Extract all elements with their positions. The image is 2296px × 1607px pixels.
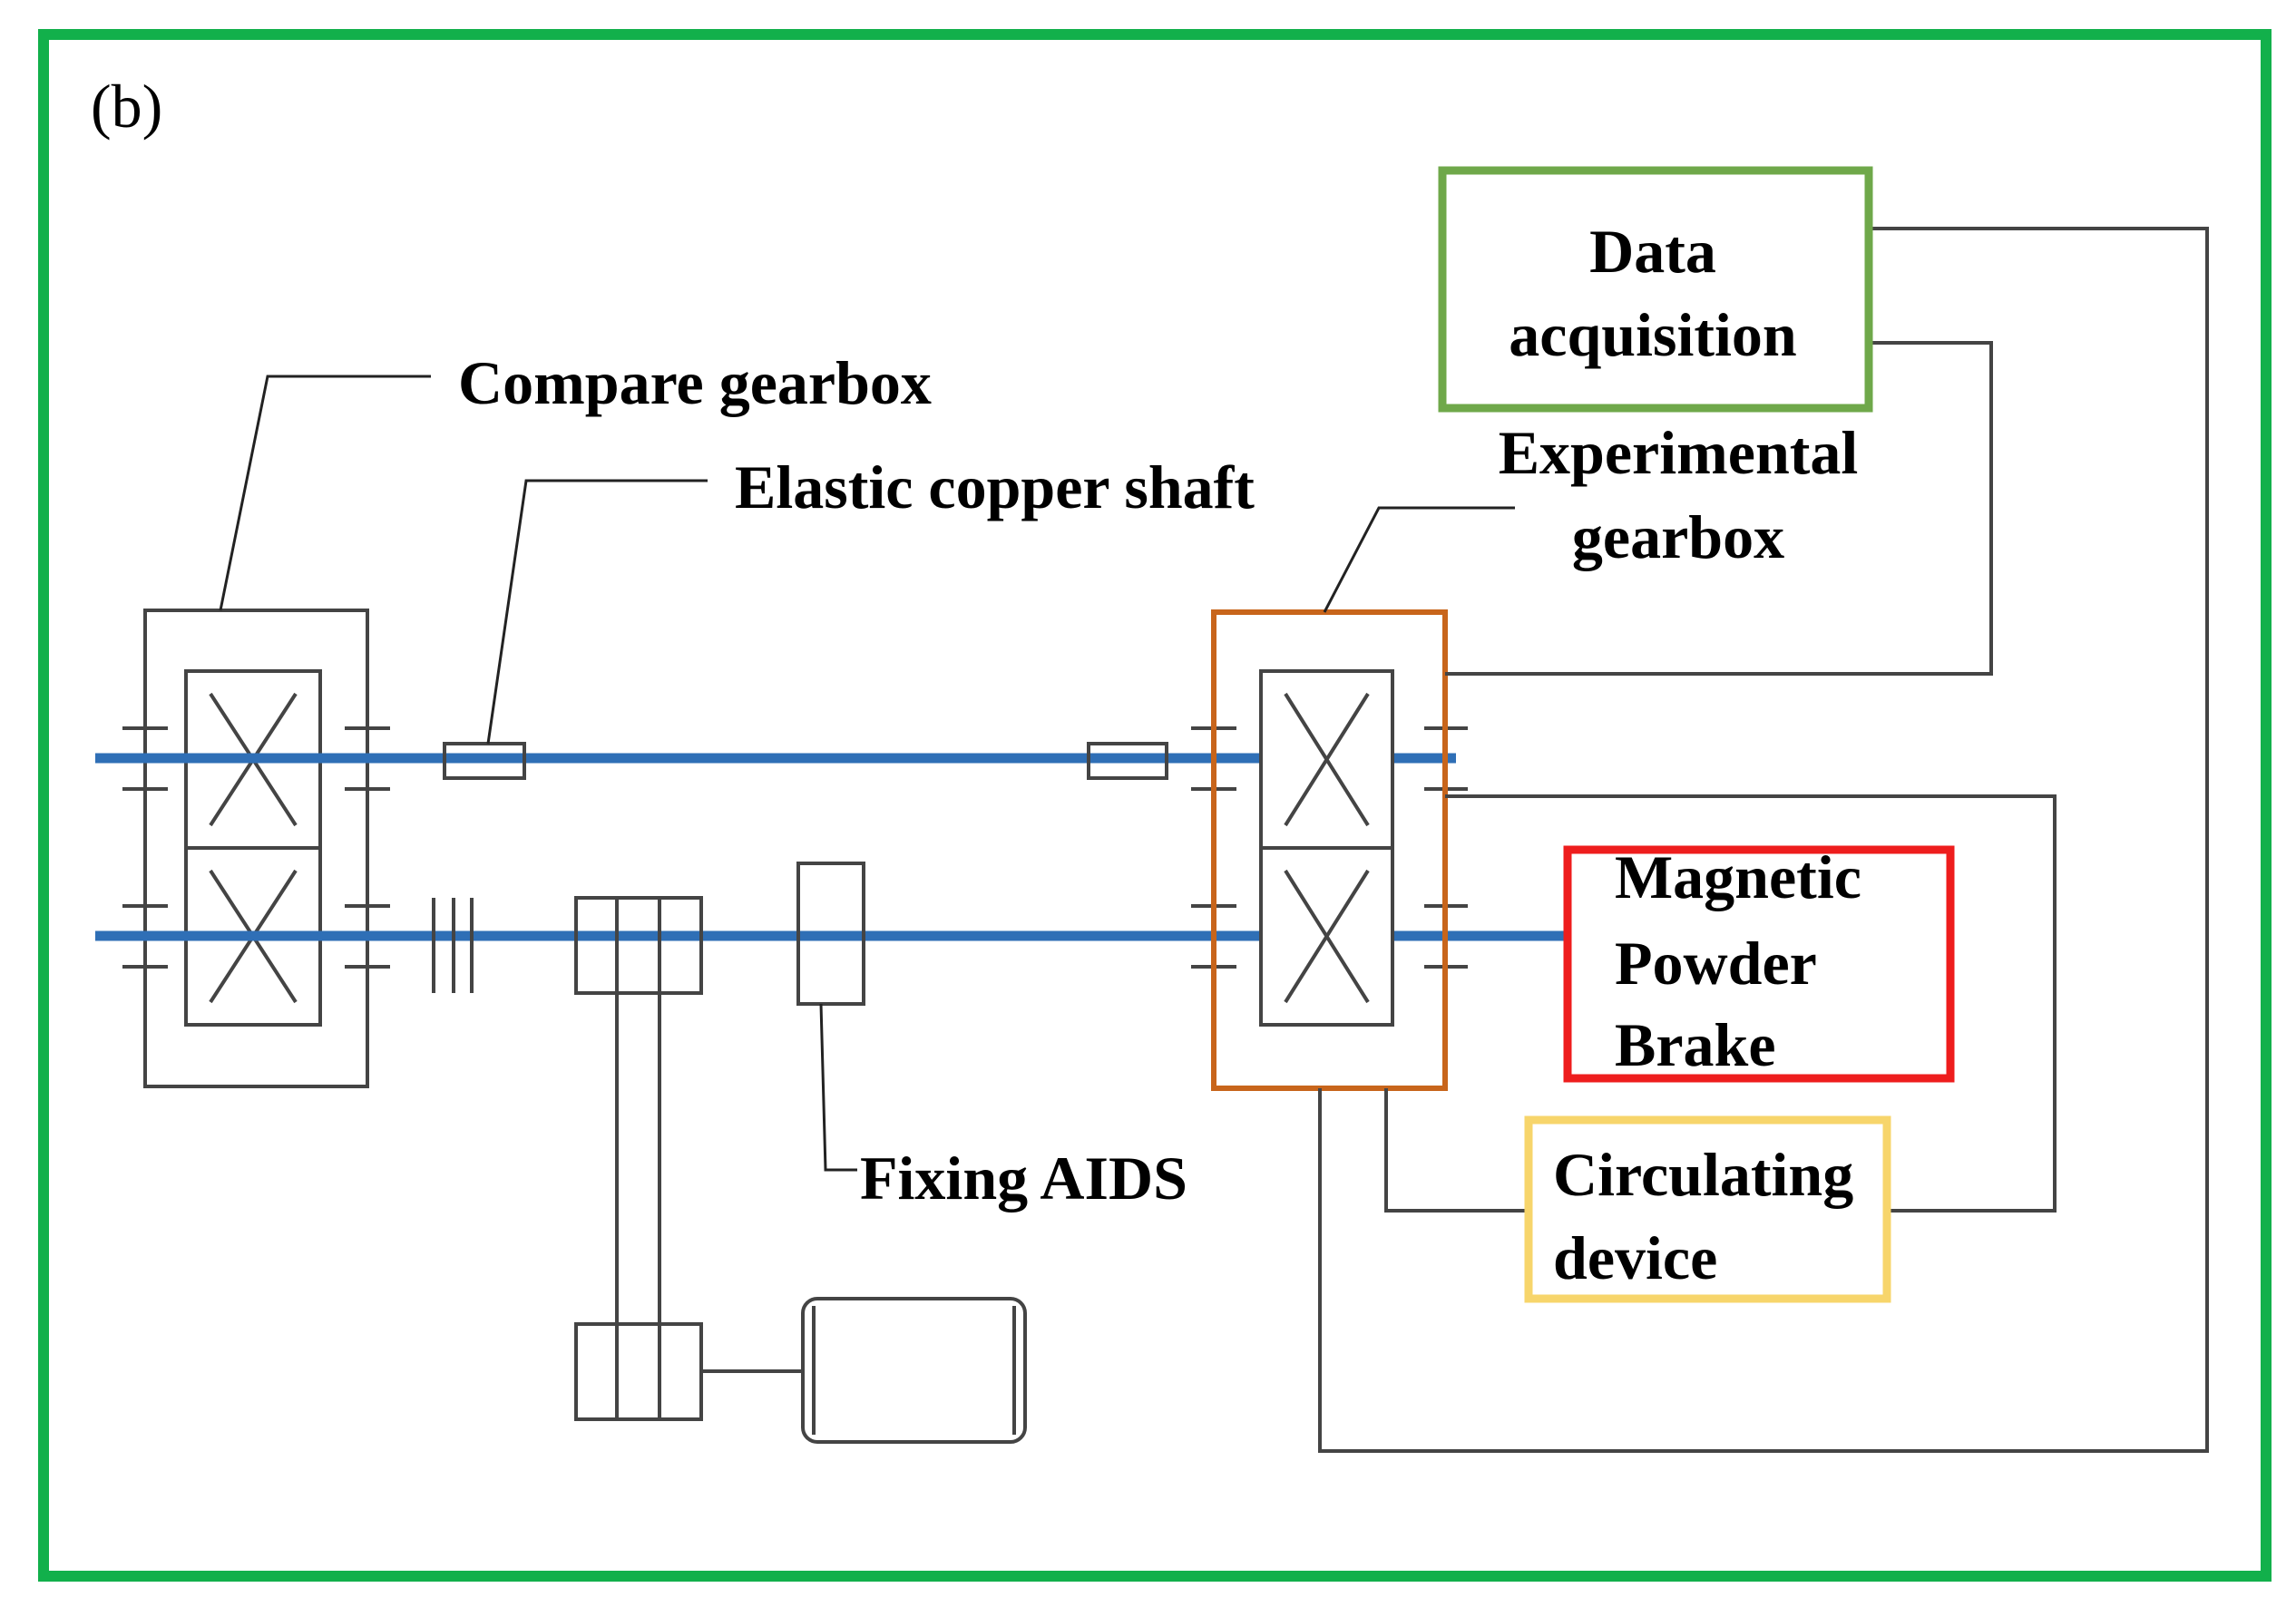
experimental-lower-gear-cross <box>1284 869 1370 1004</box>
lower-shaft-clutch <box>432 898 474 993</box>
outer-frame <box>38 29 2272 1582</box>
fixing-aids-leader <box>819 1003 857 1172</box>
data-acquisition-box <box>1438 166 1873 413</box>
lower-pulley <box>574 1322 703 1421</box>
magnetic-powder-brake-label-line3: Brake <box>1615 1010 1776 1079</box>
wire-gearbox-to-circulating <box>1384 1088 1529 1213</box>
magnetic-powder-brake-box <box>1563 845 1955 1083</box>
wire-daq-outer-loop <box>1318 227 2209 1453</box>
belt <box>615 993 661 1324</box>
experimental-upper-gear-cross <box>1284 692 1370 827</box>
wire-circulating-loop <box>1445 794 2057 1213</box>
circulating-device-label-line1: Circulating <box>1553 1140 1853 1209</box>
elastic-copper-shaft-label: Elastic copper shaft <box>735 453 1255 521</box>
magnetic-powder-brake-label-line1: Magnetic <box>1615 842 1861 911</box>
fixing-aids-label: Fixing AIDS <box>860 1144 1187 1213</box>
magnetic-powder-brake-label-line2: Powder <box>1615 929 1817 998</box>
upper-coupling-right <box>1087 742 1168 780</box>
panel-label: (b) <box>91 72 162 141</box>
experimental-gearbox-leader <box>1323 506 1515 613</box>
circulating-device-box <box>1524 1115 1891 1303</box>
upper-coupling-left <box>443 742 526 780</box>
motor <box>801 1297 1027 1444</box>
elastic-shaft-leader <box>486 479 708 745</box>
upper-pulley <box>574 896 703 995</box>
compare-gearbox-leader <box>219 375 431 611</box>
belt-drive <box>574 896 1027 1444</box>
compare-gearbox-label: Compare gearbox <box>458 348 932 417</box>
data-acquisition-label-line2: acquisition <box>1509 300 1796 369</box>
experimental-gearbox-gears <box>1259 669 1394 1027</box>
fixing-aids-block <box>796 862 865 1006</box>
compare-gearbox <box>143 609 369 1088</box>
experimental-gearbox-label-line1: Experimental <box>1499 418 1859 487</box>
experimental-gearbox-housing <box>1211 609 1448 1091</box>
data-acquisition-label-line1: Data <box>1589 217 1716 286</box>
circulating-device-label-line2: device <box>1553 1223 1717 1292</box>
wiring <box>1318 227 2209 1453</box>
wire-daq-to-gearbox <box>1445 341 1993 676</box>
experimental-gearbox-label-line2: gearbox <box>1572 502 1784 571</box>
label-leaders <box>219 375 1515 745</box>
